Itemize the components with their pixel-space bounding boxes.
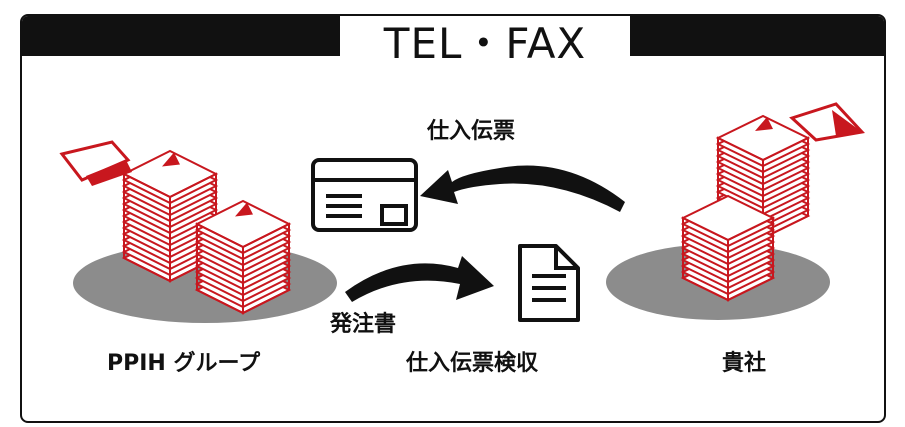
bottom-doc-label: 仕入伝票検収 <box>405 351 539 376</box>
right-paper-stack-short <box>680 194 776 302</box>
right-party-label: 貴社 <box>722 350 766 376</box>
left-flying-sheet-icon <box>59 140 132 186</box>
left-paper-stack-tall <box>121 149 219 283</box>
left-party-label: PPIH グループ <box>107 350 261 376</box>
top-flow-label: 仕入伝票 <box>426 119 515 144</box>
left-paper-stack-short <box>194 199 292 315</box>
arrow-to-left-icon <box>420 165 625 212</box>
document-icon <box>518 244 580 322</box>
right-flying-sheet-icon <box>789 102 865 142</box>
title-box: TEL・FAX <box>340 16 630 68</box>
arrow-to-right-icon <box>345 256 494 302</box>
invoice-card-icon <box>311 158 418 232</box>
bottom-flow-label: 発注書 <box>329 311 396 337</box>
diagram-title: TEL・FAX <box>383 18 587 68</box>
